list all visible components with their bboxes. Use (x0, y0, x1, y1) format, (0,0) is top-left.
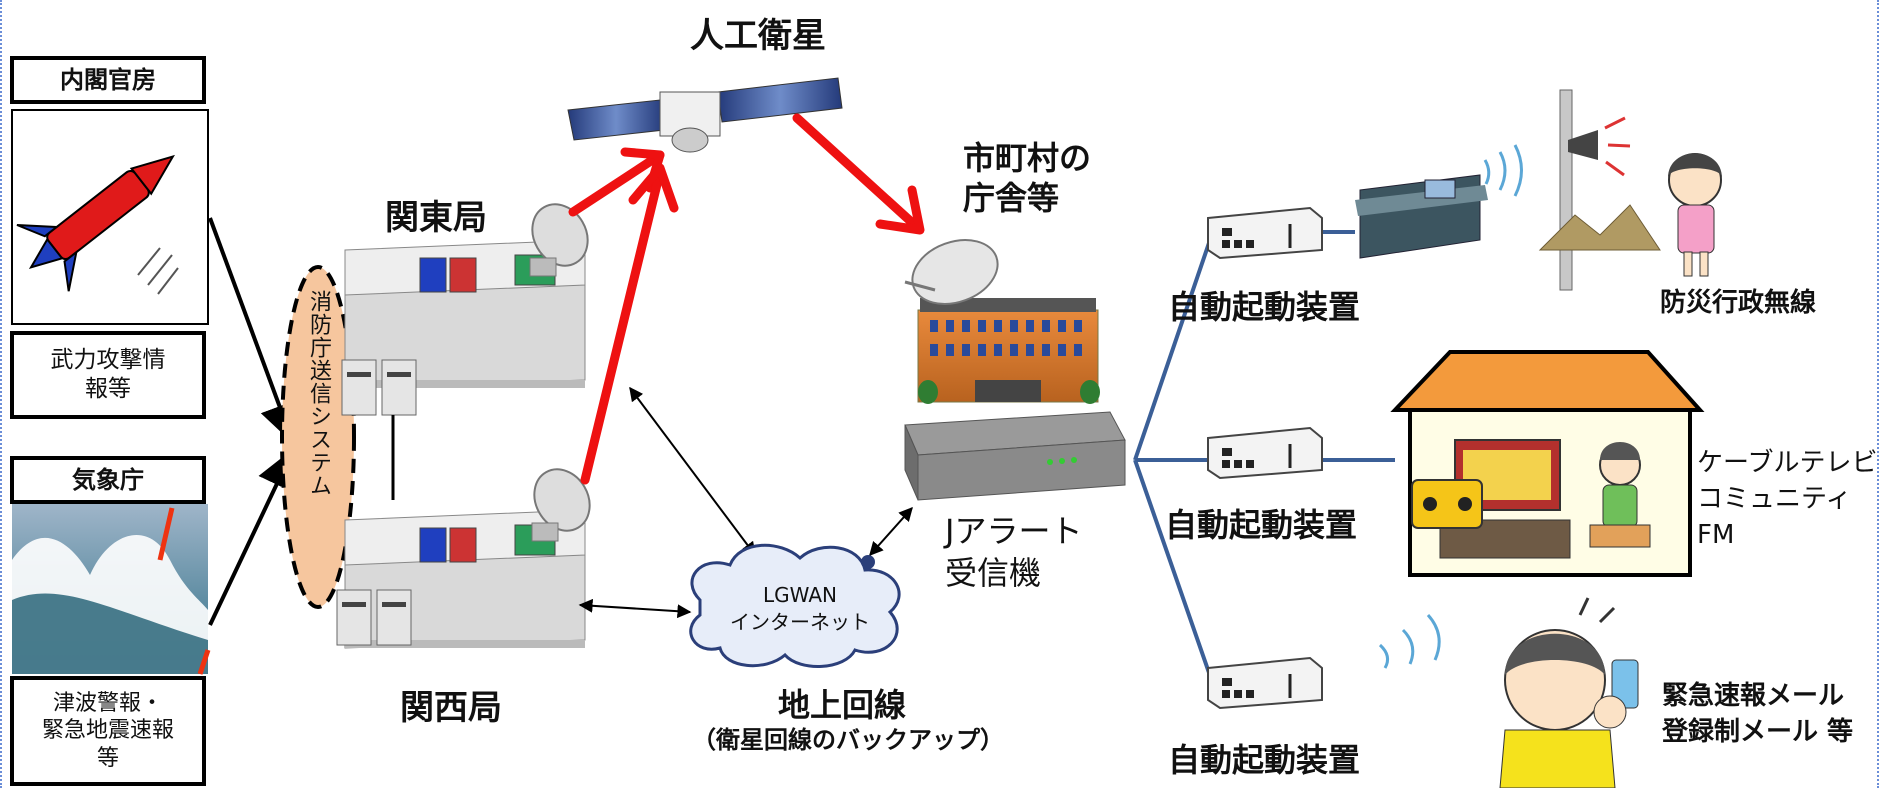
girl-icon (1668, 153, 1722, 277)
arrow-cabinet-to-system (208, 217, 299, 444)
jalert-receiver-label: Jアラート 受信機 (945, 512, 1083, 592)
fdma-system-ellipse (280, 265, 356, 609)
auto-start-device-icon (1207, 426, 1323, 480)
kansai-console-icon (336, 509, 586, 649)
arrow-kanto-to-cloud (629, 386, 756, 557)
kanto-dish-icon (529, 203, 589, 277)
disaster-radio-label: 防災行政無線 (1660, 288, 1817, 318)
kansai-dish-icon (531, 468, 591, 542)
municipal-dish-icon (904, 239, 999, 305)
municipal-building-icon (917, 298, 1100, 404)
ground-line-label: 地上回線 (778, 686, 907, 724)
kanto-console-icon (341, 239, 586, 416)
fdma-system-label: 消防庁送信システム (306, 290, 331, 497)
radio-waves-icon (1483, 144, 1523, 197)
auto-start-device-label: 自動起動装置 (1168, 741, 1361, 779)
loudspeaker-pole-icon (1538, 89, 1661, 291)
auto-start-device-label: 自動起動装置 (1168, 288, 1361, 326)
tsunami-warning-label: 津波警報・ 緊急地震速報 等 (10, 676, 206, 786)
auto-start-device-label: 自動起動装置 (1165, 506, 1358, 544)
arrow-jma-to-system (208, 448, 295, 626)
satellite-link-arrows (568, 113, 925, 485)
auto-start-device-icon (1207, 656, 1323, 710)
kansai-station-label: 関西局 (400, 688, 502, 728)
tsunami-icon (12, 504, 211, 675)
cabinet-secretariat-label: 内閣官房 (10, 56, 206, 104)
emergency-mail-label: 緊急速報メール 登録制メール 等 (1662, 681, 1854, 747)
auto-start-device-icon (1207, 206, 1323, 260)
ground-line-sub-label: （衛星回線のバックアップ） (692, 726, 1004, 754)
rocket-icon (11, 109, 209, 325)
cable-tv-label: ケーブルテレビ コミュニティFM (1697, 448, 1878, 550)
arrow-kansai-to-cloud (578, 598, 692, 619)
left-frame-border (0, 0, 4, 788)
armed-attack-info-label: 武力攻撃情 報等 (10, 331, 206, 419)
municipality-label: 市町村の 庁舎等 (963, 139, 1092, 217)
radio-console-icon (1355, 174, 1488, 259)
satellite-label: 人工衛星 (690, 16, 826, 56)
person-with-phone-icon (1378, 597, 1639, 788)
right-frame-border (1877, 0, 1881, 788)
lgwan-cloud (689, 543, 901, 668)
arrow-cloud-to-receiver (869, 506, 913, 557)
kanto-station-label: 関東局 (385, 198, 487, 238)
jalert-receiver-icon (904, 411, 1126, 501)
jma-label: 気象庁 (10, 456, 206, 504)
cloud-label: LGWAN インターネット (730, 583, 870, 634)
satellite-icon (567, 77, 843, 153)
house-icon (1390, 350, 1705, 577)
